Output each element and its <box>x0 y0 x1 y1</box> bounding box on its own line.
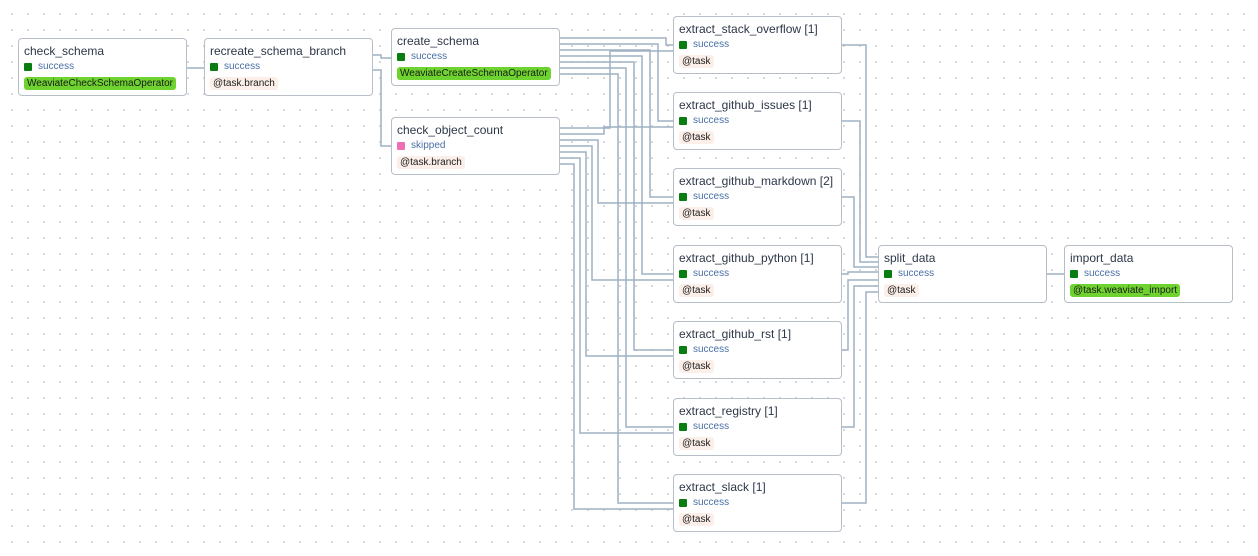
dependency-edge <box>560 126 673 135</box>
task-title: create_schema <box>397 34 480 48</box>
dependency-edge <box>373 69 391 147</box>
task-node-extract-slack[interactable]: extract_slack [1] success @task <box>673 474 842 532</box>
task-status: success <box>693 420 730 432</box>
operator-badge: @task.branch <box>210 77 278 90</box>
task-status: success <box>693 114 730 126</box>
status-indicator-icon <box>679 116 687 125</box>
dependency-edge <box>560 73 673 504</box>
task-node-check-schema[interactable]: check_schema success WeaviateCheckSchema… <box>18 38 187 96</box>
status-indicator-icon <box>679 498 687 507</box>
dependency-edge <box>560 163 673 510</box>
status-indicator-icon <box>210 62 218 71</box>
task-node-extract-github-issues[interactable]: extract_github_issues [1] success @task <box>673 92 842 150</box>
task-status: success <box>693 343 730 355</box>
task-status: success <box>1084 267 1121 279</box>
status-indicator-icon <box>1070 269 1078 278</box>
task-status: success <box>898 267 935 279</box>
status-indicator-icon <box>679 345 687 354</box>
task-node-check-object-count[interactable]: check_object_count skipped @task.branch <box>391 117 560 175</box>
task-title: extract_slack [1] <box>679 480 766 494</box>
operator-badge: @task <box>679 437 714 450</box>
task-node-import-data[interactable]: import_data success @task.weaviate_impor… <box>1064 245 1233 303</box>
task-node-extract-github-rst[interactable]: extract_github_rst [1] success @task <box>673 321 842 379</box>
dependency-edge <box>560 139 673 204</box>
task-title: import_data <box>1070 251 1134 265</box>
operator-badge: @task <box>679 207 714 220</box>
status-indicator-icon <box>884 269 892 278</box>
dependency-edge <box>560 37 673 46</box>
task-node-create-schema[interactable]: create_schema success WeaviateCreateSche… <box>391 28 560 86</box>
dependency-edge <box>842 120 878 263</box>
dependency-edge <box>842 271 878 275</box>
operator-badge: @task <box>679 55 714 68</box>
task-title: extract_github_markdown [2] <box>679 174 834 188</box>
operator-badge: @task.weaviate_import <box>1070 284 1181 297</box>
task-title: extract_github_python [1] <box>679 251 814 265</box>
dependency-edge <box>842 291 878 504</box>
operator-badge: WeaviateCheckSchemaOperator <box>24 77 176 90</box>
task-title: extract_stack_overflow [1] <box>679 22 818 36</box>
task-title: extract_github_rst [1] <box>679 327 792 341</box>
operator-badge: @task <box>679 284 714 297</box>
dependency-edge <box>560 61 673 351</box>
dependency-edge <box>560 55 673 275</box>
status-indicator-icon <box>679 269 687 278</box>
status-indicator-icon <box>679 40 687 49</box>
dependency-edge <box>560 50 673 129</box>
dependency-edge <box>560 49 673 198</box>
operator-badge: @task <box>679 360 714 373</box>
task-node-extract-registry[interactable]: extract_registry [1] success @task <box>673 398 842 456</box>
task-node-recreate-schema-branch[interactable]: recreate_schema_branch success @task.bra… <box>204 38 373 96</box>
task-title: check_schema <box>24 44 105 58</box>
dependency-edge <box>560 145 673 281</box>
dependency-edge <box>560 157 673 434</box>
dependency-edge <box>560 151 673 357</box>
dependency-edge <box>842 44 878 258</box>
task-status: success <box>693 190 730 202</box>
dependency-edge <box>560 67 673 428</box>
dependency-edge <box>373 54 391 59</box>
status-indicator-icon <box>679 422 687 431</box>
task-status: success <box>693 267 730 279</box>
task-title: recreate_schema_branch <box>210 44 347 58</box>
status-indicator-icon <box>397 141 405 150</box>
operator-badge: @task.branch <box>397 156 465 169</box>
task-status: success <box>224 60 261 72</box>
operator-badge: @task <box>884 284 919 297</box>
dependency-edge <box>842 196 878 268</box>
task-status: success <box>693 496 730 508</box>
dependency-edge <box>560 43 673 122</box>
task-status: success <box>693 38 730 50</box>
operator-badge: WeaviateCreateSchemaOperator <box>397 67 551 80</box>
task-node-split-data[interactable]: split_data success @task <box>878 245 1047 303</box>
task-node-extract-github-markdown[interactable]: extract_github_markdown [2] success @tas… <box>673 168 842 226</box>
task-node-extract-stack-overflow[interactable]: extract_stack_overflow [1] success @task <box>673 16 842 74</box>
task-title: split_data <box>884 251 936 265</box>
task-status: success <box>38 60 75 72</box>
task-title: check_object_count <box>397 123 504 137</box>
dependency-edge <box>842 279 878 351</box>
operator-badge: @task <box>679 513 714 526</box>
task-title: extract_github_issues [1] <box>679 98 812 112</box>
status-indicator-icon <box>24 62 32 71</box>
status-indicator-icon <box>679 192 687 201</box>
task-node-extract-github-python[interactable]: extract_github_python [1] success @task <box>673 245 842 303</box>
status-indicator-icon <box>397 52 405 61</box>
task-title: extract_registry [1] <box>679 404 778 418</box>
task-status: skipped <box>411 139 446 151</box>
dependency-edge <box>842 285 878 428</box>
task-status: success <box>411 50 448 62</box>
operator-badge: @task <box>679 131 714 144</box>
